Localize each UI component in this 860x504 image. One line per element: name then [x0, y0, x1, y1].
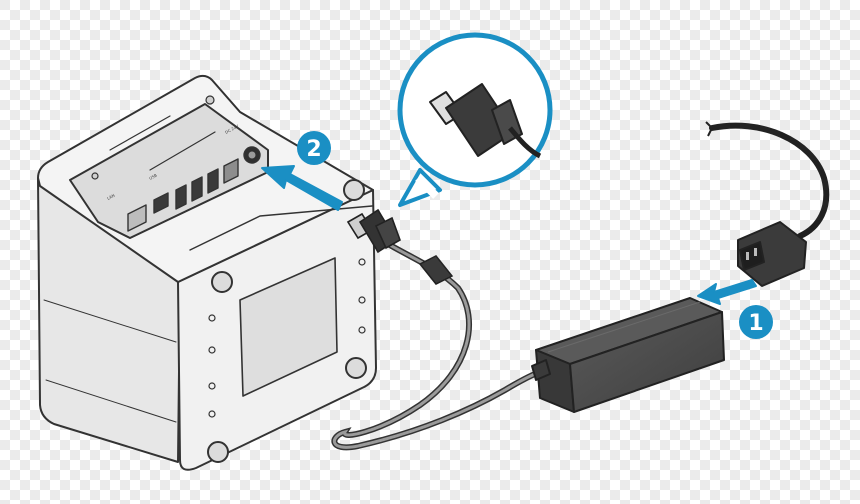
- ac-power-cord-illustration: [705, 121, 830, 287]
- port-label-lan: LAN: [106, 193, 115, 201]
- usb-port-4: [207, 168, 219, 194]
- dc-cable: [331, 241, 549, 451]
- usb-port-3: [191, 176, 203, 202]
- foot-top-right: [343, 179, 365, 201]
- adapter-body: [569, 311, 725, 413]
- connect-arrow-icon: [697, 279, 757, 305]
- step-number-1: 1: [748, 311, 763, 336]
- port-label-dc: DC 24V: [224, 123, 240, 135]
- cash-drawer-port: [223, 158, 239, 184]
- dc-plug: [346, 208, 401, 254]
- step-number-2: 2: [306, 137, 321, 162]
- power-adapter-illustration: [531, 297, 725, 413]
- ac-plug-body: [737, 221, 807, 287]
- port-row: [127, 146, 261, 232]
- ac-cord-wire: [709, 122, 830, 239]
- ferrite-bead: [418, 255, 454, 285]
- dc-plug-callout-icon: [397, 32, 553, 207]
- foot-bottom-left: [207, 441, 229, 463]
- rear-label-plate: [239, 257, 338, 397]
- port-label-usb: USB: [148, 172, 158, 180]
- usb-port-1: [153, 192, 169, 214]
- usb-port-2: [175, 184, 187, 210]
- insert-arrow-icon: [261, 165, 343, 211]
- foot-bottom-right: [345, 357, 367, 379]
- foot-top-left: [211, 271, 233, 293]
- step-badge-1: 1: [739, 305, 773, 339]
- lan-port: [127, 204, 147, 232]
- step-badge-2: 2: [297, 131, 331, 165]
- printer-illustration: LAN USB DC 24V: [37, 74, 377, 471]
